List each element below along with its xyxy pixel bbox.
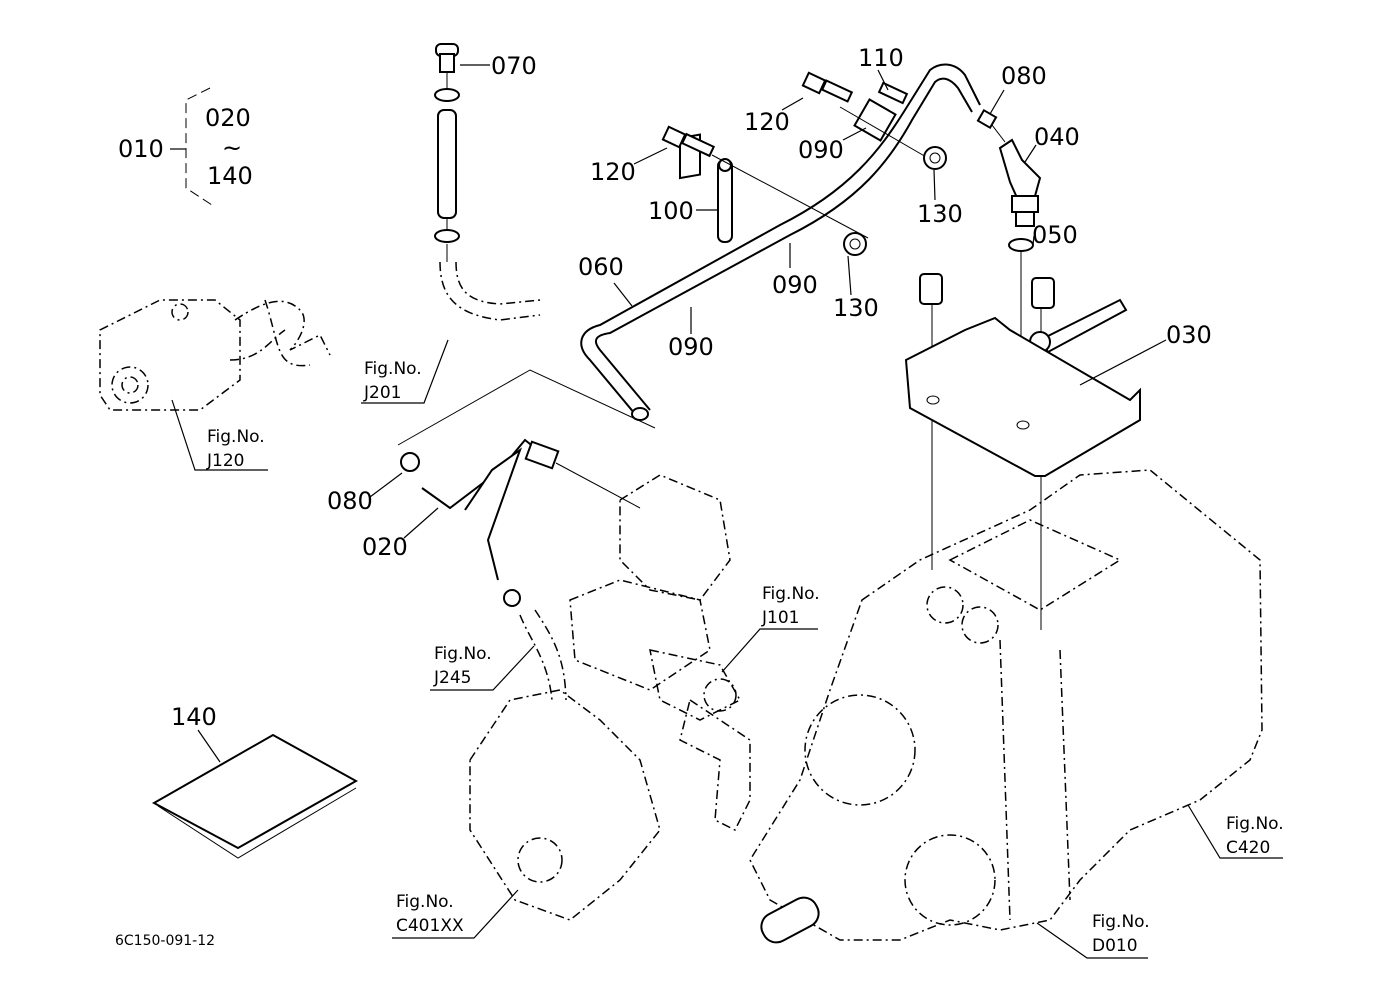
- figref-D010: Fig.No. D010: [1036, 912, 1150, 959]
- figref-C401XX: Fig.No. C401XX: [392, 889, 519, 939]
- callout-040: 040: [1034, 123, 1080, 151]
- steering-unit: [569, 474, 751, 832]
- figref-J201: Fig.No. J201: [361, 339, 449, 404]
- assembly-label: 010: [118, 135, 164, 163]
- instruction-sheet-140: [151, 733, 359, 859]
- figref-J120: Fig.No. J120: [171, 399, 268, 471]
- callout-130b: 130: [833, 294, 879, 322]
- callout-050: 050: [1032, 221, 1078, 249]
- callout-090a: 090: [798, 136, 844, 164]
- svg-text:D010: D010: [1092, 936, 1138, 956]
- svg-text:Fig.No.: Fig.No.: [364, 359, 422, 379]
- callout-120a: 120: [744, 108, 790, 136]
- assembly-range-symbol: ~: [222, 134, 242, 162]
- svg-text:J120: J120: [206, 451, 244, 471]
- pipe-060: [580, 63, 981, 421]
- figref-C420: Fig.No. C420: [1187, 804, 1284, 859]
- callout-090c: 090: [668, 333, 714, 361]
- vertical-hose-assembly: [434, 43, 541, 321]
- pipe-020: [397, 369, 656, 581]
- bracket-030: [904, 273, 1141, 630]
- callout-110: 110: [858, 44, 904, 72]
- callout-130a: 130: [917, 200, 963, 228]
- svg-text:J201: J201: [363, 383, 401, 403]
- drawing-code: 6C150-091-12: [115, 933, 215, 949]
- callout-080b: 080: [327, 487, 373, 515]
- svg-text:J245: J245: [433, 668, 471, 688]
- assembly-range-to: 140: [207, 162, 253, 190]
- svg-text:C420: C420: [1226, 838, 1270, 858]
- callout-020: 020: [362, 533, 408, 561]
- housing-C401XX: [469, 689, 661, 921]
- callout-060: 060: [578, 253, 624, 281]
- callout-080a: 080: [1001, 62, 1047, 90]
- elbow-fitting-assembly: [976, 108, 1042, 440]
- svg-text:Fig.No.: Fig.No.: [396, 892, 454, 912]
- assembly-range-from: 020: [205, 104, 251, 132]
- callout-140: 140: [171, 703, 217, 731]
- callout-100: 100: [648, 197, 694, 225]
- svg-text:J101: J101: [761, 608, 799, 628]
- lower-hose: [503, 589, 567, 701]
- svg-text:Fig.No.: Fig.No.: [1226, 814, 1284, 834]
- figref-J101: Fig.No. J101: [721, 584, 820, 673]
- svg-text:Fig.No.: Fig.No.: [207, 427, 265, 447]
- svg-text:Fig.No.: Fig.No.: [434, 644, 492, 664]
- transmission-case: [749, 469, 1263, 944]
- svg-text:Fig.No.: Fig.No.: [1092, 912, 1150, 932]
- hydraulic-pump: [99, 299, 331, 411]
- assembly-group: 010 020 ~ 140: [118, 87, 253, 206]
- callout-030: 030: [1166, 321, 1212, 349]
- callout-120b: 120: [590, 158, 636, 186]
- svg-text:Fig.No.: Fig.No.: [762, 584, 820, 604]
- figref-J245: Fig.No. J245: [430, 644, 535, 691]
- callout-070: 070: [491, 52, 537, 80]
- svg-text:C401XX: C401XX: [396, 916, 464, 936]
- callout-090b: 090: [772, 271, 818, 299]
